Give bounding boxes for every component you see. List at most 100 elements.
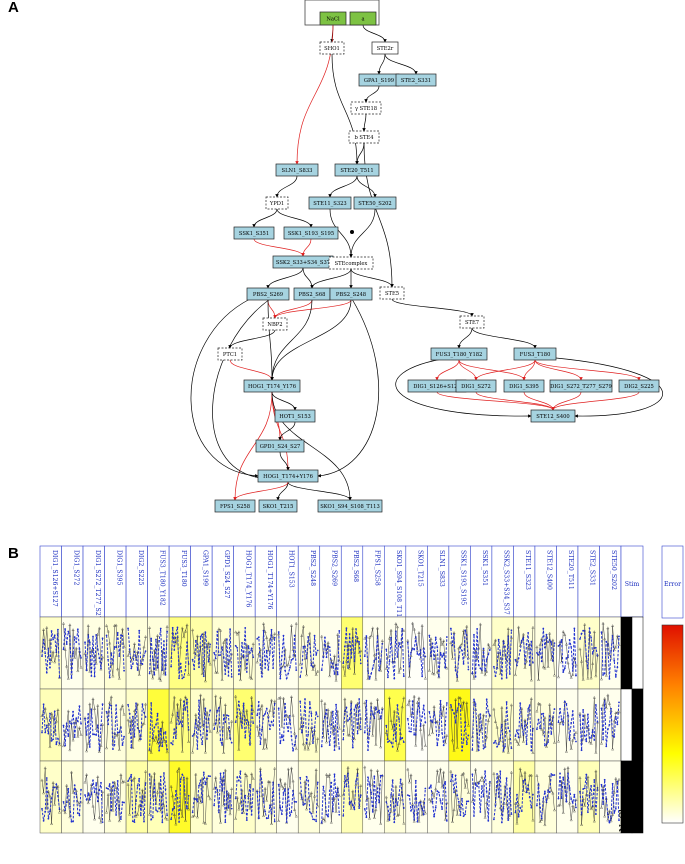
data-point-marker	[66, 676, 70, 680]
model-fit-line	[407, 780, 426, 822]
node-SSK1_S193_S195[interactable]: SSK1_S193_S195	[283, 226, 339, 240]
node-GPD1_S24_S27[interactable]: GPD1_S24_S27	[255, 439, 305, 453]
data-point-marker	[455, 678, 459, 682]
data-point-marker	[270, 822, 273, 825]
node-FUS3_T180[interactable]: FUS3_T180	[513, 347, 557, 361]
node-STE18[interactable]: γ STE18	[350, 101, 382, 115]
node-box	[308, 196, 352, 210]
fit-point-marker	[444, 781, 447, 783]
data-point-marker	[508, 813, 512, 817]
node-STE2_S331[interactable]: STE2_S331	[395, 73, 437, 87]
edge-PBS2_S68-to-NBP2	[273, 299, 313, 319]
data-point-marker	[183, 819, 187, 822]
node-STE12_S400[interactable]: STE12_S400	[530, 409, 576, 423]
data-point-marker	[301, 742, 305, 746]
edge-GPD1_S24_S27-to-HOG1_T174p_Y176	[279, 451, 290, 471]
model-fit-line	[342, 698, 362, 748]
node-a[interactable]: a	[349, 11, 377, 26]
node-FPS1_S258[interactable]: FPS1_S258	[214, 499, 256, 513]
data-point-marker	[540, 727, 544, 731]
data-point-marker	[195, 815, 199, 819]
measured-series-line	[386, 697, 405, 751]
data-point-marker	[537, 678, 540, 681]
node-SSK2_S33_S34_S37[interactable]: SSK2_S33+S34_S37	[272, 255, 334, 269]
node-HOG1_T174_Y176[interactable]: HOG1_T174_Y176	[243, 379, 301, 393]
measured-series-line	[256, 700, 275, 749]
data-point-marker	[200, 724, 204, 728]
feedback-arc-1	[212, 298, 271, 480]
data-point-marker	[455, 813, 459, 816]
node-label: SKO1_T215	[263, 504, 294, 510]
node-STE20_T511[interactable]: STE20_T511	[334, 163, 380, 177]
model-fit-line	[579, 704, 598, 751]
node-box	[275, 163, 319, 177]
data-point-marker	[251, 777, 255, 780]
node-PTC1[interactable]: PTC1	[217, 347, 243, 361]
node-PBS2_S269[interactable]: PBS2_S269	[246, 287, 290, 301]
node-DIG2_S225[interactable]: DIG2_S225	[618, 379, 660, 393]
node-STE7[interactable]: STE7	[459, 315, 485, 329]
node-box	[255, 439, 305, 453]
node-FUS3_T180_Y182[interactable]: FUS3_T180_Y182	[430, 347, 488, 361]
node-STE5[interactable]: STE5	[379, 286, 405, 300]
measured-series-line	[407, 769, 426, 822]
heatmap-cell	[362, 616, 385, 690]
node-box	[349, 11, 377, 26]
data-point-marker	[228, 812, 232, 816]
data-point-marker	[552, 808, 556, 812]
edge-SHO1-to-STE20_T511	[331, 53, 359, 165]
fit-point-marker	[273, 636, 276, 639]
data-point-marker	[187, 740, 191, 743]
data-point-marker	[137, 738, 141, 742]
node-STEcomplex[interactable]: STEcomplex	[328, 256, 374, 270]
node-NBP2[interactable]: NBP2	[262, 317, 288, 331]
node-SHO1[interactable]: SHO1	[319, 41, 345, 55]
data-point-marker	[208, 730, 212, 733]
fit-point-marker	[90, 793, 93, 796]
data-point-marker	[549, 789, 553, 792]
node-HOG1_T174p_Y176[interactable]: HOG1_T174+Y176	[257, 469, 319, 483]
edge-STEcomplex-to-PBS2_S68	[310, 268, 352, 289]
node-YPD1[interactable]: YPD1	[265, 196, 289, 210]
stim-header-label: Stim	[625, 581, 640, 588]
measured-series-line	[601, 778, 620, 822]
data-point-marker	[589, 807, 593, 810]
node-NaCl[interactable]: NaCl	[319, 11, 347, 26]
node-DIG1_S395[interactable]: DIG1_S395	[503, 379, 545, 393]
node-HOT1_S153[interactable]: HOT1_S153	[274, 409, 316, 423]
node-box	[214, 499, 256, 513]
node-DIG1_S272_T277_S279[interactable]: DIG1_S272_T277_S279	[549, 379, 613, 393]
fit-point-marker	[613, 812, 616, 814]
model-fit-line	[579, 774, 598, 815]
feedback-arc-4	[555, 357, 663, 418]
edge-STE2r-to-STE2_S331	[384, 53, 418, 75]
node-label: HOG1_T174_Y176	[248, 384, 296, 390]
data-point-marker	[543, 823, 547, 826]
node-label: DIG2_S225	[624, 384, 654, 390]
data-point-marker	[122, 712, 126, 716]
data-point-marker	[208, 662, 212, 666]
model-fit-line	[385, 705, 405, 748]
node-SKO1_S94_S108_T113[interactable]: SKO1_S94_S108_T113	[317, 499, 383, 513]
node-DIG1_S272[interactable]: DIG1_S272	[455, 379, 497, 393]
node-SKO1_T215[interactable]: SKO1_T215	[258, 499, 298, 513]
model-fit-line	[407, 636, 426, 677]
node-PBS2_S248[interactable]: PBS2_S248	[329, 287, 373, 301]
model-fit-line	[558, 628, 577, 676]
node-GPA1_S199[interactable]: GPA1_S199	[358, 73, 400, 87]
heatmap-cell	[39, 688, 62, 762]
data-point-marker	[225, 736, 229, 740]
node-SLN1_S833[interactable]: SLN1_S833	[275, 163, 319, 177]
model-fit-line	[278, 631, 297, 681]
node-STE2r[interactable]: STE2r	[371, 41, 399, 55]
data-point-marker	[498, 739, 502, 742]
node-STE4[interactable]: b STE4	[348, 130, 380, 144]
node-SSK1_S351[interactable]: SSK1_S351	[233, 226, 275, 240]
data-point-marker	[148, 812, 152, 816]
node-STE11_S323[interactable]: STE11_S323	[308, 196, 352, 210]
stim-a-cell	[631, 688, 644, 762]
node-PBS2_S68[interactable]: PBS2_S68	[293, 287, 331, 301]
measured-series-line	[493, 628, 512, 674]
node-STE50_S202[interactable]: STE50_S202	[353, 196, 397, 210]
measured-series-line	[558, 630, 577, 678]
